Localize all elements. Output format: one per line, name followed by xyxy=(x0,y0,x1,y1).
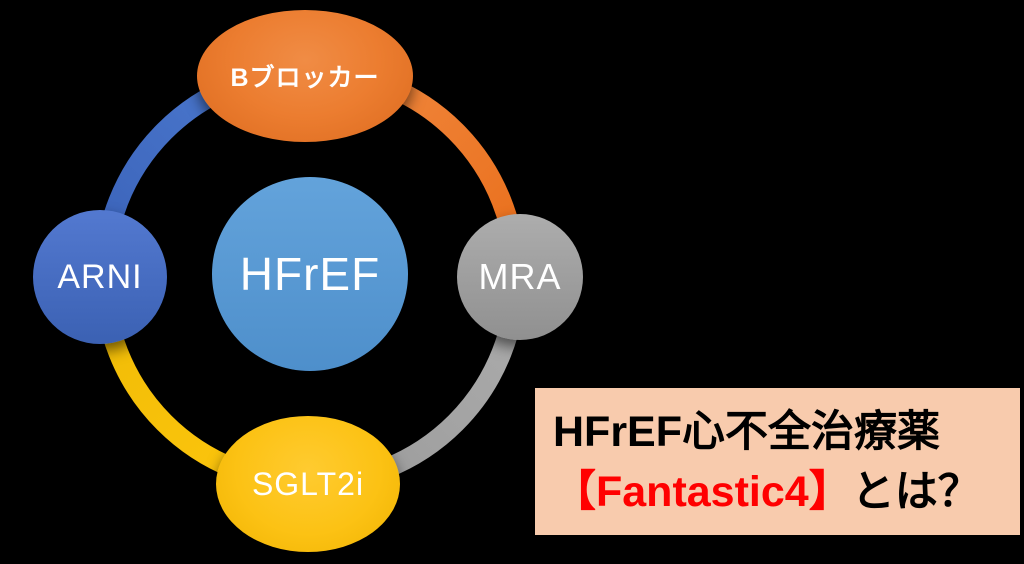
node-beta-blocker-label: Bブロッカー xyxy=(230,64,380,92)
node-arni: ARNI xyxy=(33,210,167,344)
caption-fantastic4: 【Fantastic4】 xyxy=(553,467,852,516)
node-sglt2i: SGLT2i xyxy=(216,416,400,552)
caption-line2: 【Fantastic4】とは？ xyxy=(553,463,1006,522)
node-arni-label: ARNI xyxy=(57,257,143,296)
node-sglt2i-label: SGLT2i xyxy=(251,465,365,502)
node-hfref-center: HFrEF xyxy=(212,177,408,371)
node-mra: MRA xyxy=(457,214,583,340)
caption-box: HFrEF心不全治療薬 【Fantastic4】とは？ xyxy=(535,388,1020,535)
node-mra-label: MRA xyxy=(478,256,562,297)
node-hfref-label: HFrEF xyxy=(239,248,381,300)
node-beta-blocker: Bブロッカー xyxy=(197,10,413,142)
caption-line1: HFrEF心不全治療薬 xyxy=(553,408,940,457)
caption-line2-suffix: とは？ xyxy=(851,467,981,516)
